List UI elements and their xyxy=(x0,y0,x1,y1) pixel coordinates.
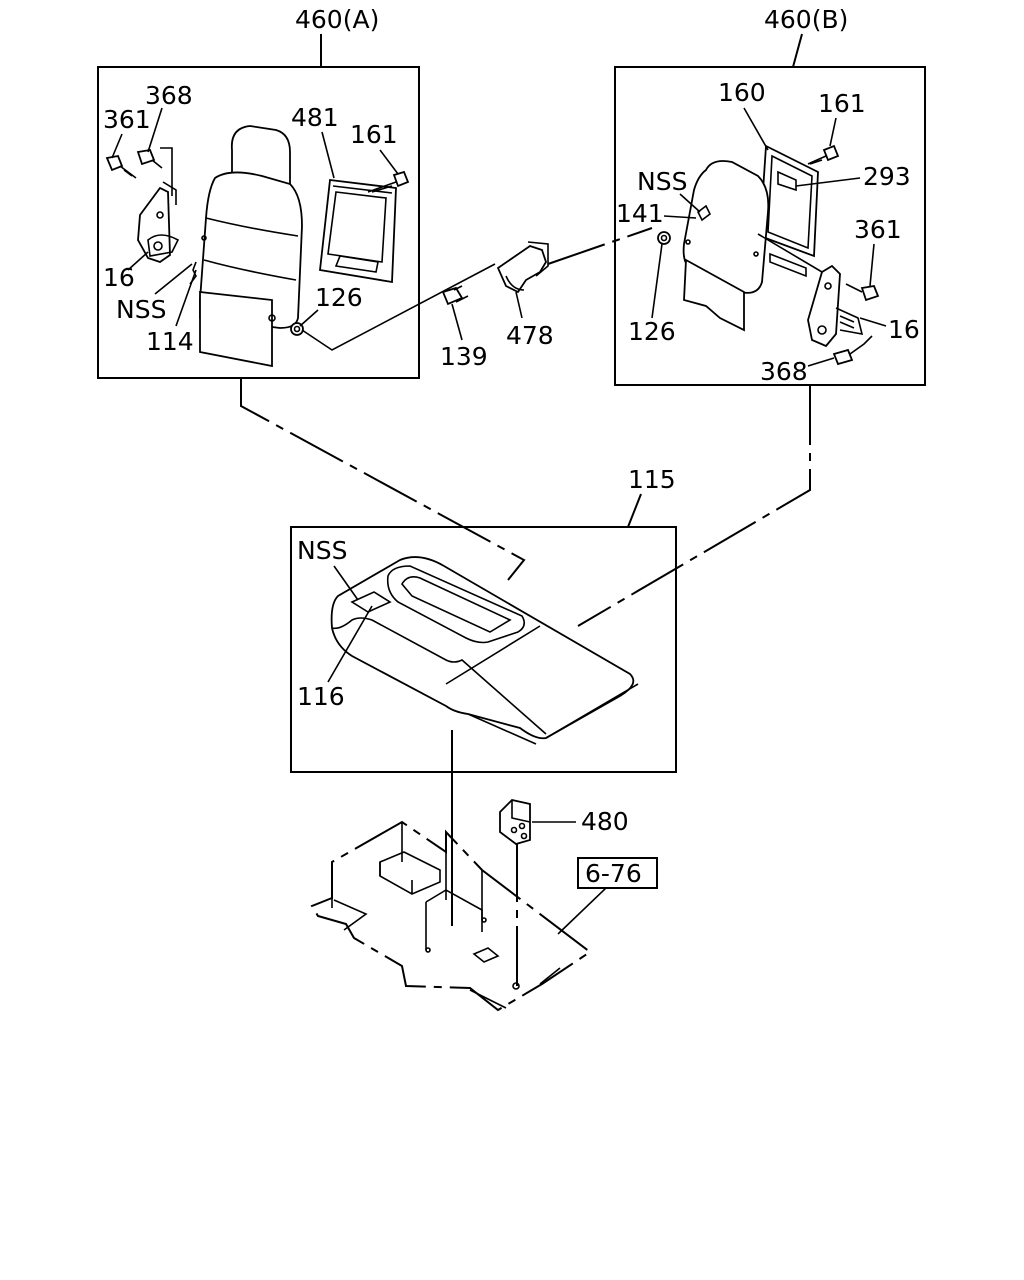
callout-b-361: 361 xyxy=(854,215,902,244)
assembly-b: 460(B) xyxy=(614,5,926,386)
assembly-b-label: 460(B) xyxy=(764,5,848,34)
bolts-a xyxy=(105,147,173,196)
reference-label: 6-76 xyxy=(585,859,642,888)
assembly-a: 460(A) xyxy=(97,5,420,379)
callout-139: 139 xyxy=(440,342,488,371)
callout-478: 478 xyxy=(506,321,554,350)
assembly-b-frame xyxy=(614,66,926,386)
callout-cush-nss: NSS xyxy=(297,536,347,565)
callout-a-114: 114 xyxy=(146,327,194,356)
clip-b-126 xyxy=(657,231,671,245)
trim-panel-481 xyxy=(319,178,397,284)
hinge-b xyxy=(807,264,864,348)
screw-a-161 xyxy=(367,170,410,193)
callout-a-126: 126 xyxy=(315,283,363,312)
clip-480 xyxy=(499,799,531,845)
callout-a-161: 161 xyxy=(350,120,398,149)
reference-box: 6-76 xyxy=(557,857,658,935)
cushion-assembly: 115 NSS 116 xyxy=(290,465,677,773)
bolt-139 xyxy=(441,285,469,341)
callout-b-16: 16 xyxy=(888,315,920,344)
callout-b-161: 161 xyxy=(818,89,866,118)
callout-a-481: 481 xyxy=(291,103,339,132)
callout-cush-116: 116 xyxy=(297,682,345,711)
callout-b-293: 293 xyxy=(863,162,911,191)
callout-b-368: 368 xyxy=(760,357,808,386)
callout-a-nss: NSS xyxy=(116,295,166,324)
cushion-frame xyxy=(290,526,677,773)
assembly-a-label: 460(A) xyxy=(295,5,379,34)
cushion-assembly-label: 115 xyxy=(628,465,676,494)
screw-b-161 xyxy=(807,144,840,165)
callout-b-160: 160 xyxy=(718,78,766,107)
callout-b-126: 126 xyxy=(628,317,676,346)
assembly-a-frame xyxy=(97,66,420,379)
callout-b-nss: NSS xyxy=(637,167,687,196)
assembly-links xyxy=(240,378,811,627)
hinge-a xyxy=(137,181,180,263)
callout-a-361: 361 xyxy=(103,105,151,134)
bracket-478 xyxy=(496,241,549,319)
callout-b-141: 141 xyxy=(616,199,664,228)
callout-a-368: 368 xyxy=(145,81,193,110)
seat-back-a xyxy=(199,125,303,368)
callout-480: 480 xyxy=(581,807,629,836)
floor-section: 480 6-76 xyxy=(310,730,658,1012)
bolts-b xyxy=(832,283,880,366)
connector-parts: 139 478 xyxy=(301,227,653,371)
seat-cushion xyxy=(330,556,639,745)
seat-back-b xyxy=(682,160,770,332)
